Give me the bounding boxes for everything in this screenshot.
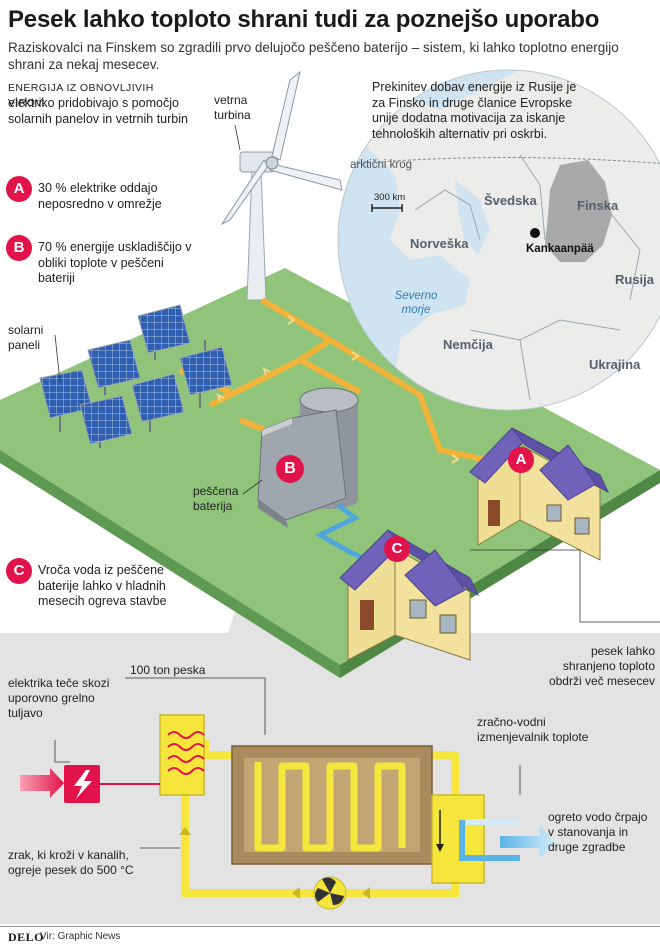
country-russia: Rusija	[615, 272, 655, 287]
heat-exchanger-label: zračno-vodni izmenjevalnik toplote	[477, 715, 589, 744]
storage-note: pesek lahko shranjeno toploto obdrži več…	[548, 644, 655, 688]
legend-c-text: Vroča voda iz peščene baterije lahko v h…	[38, 563, 167, 608]
source-credit: Vir: Graphic News	[40, 931, 121, 942]
legend-a-text: 30 % elektrike oddajo neposredno v omrež…	[38, 181, 162, 211]
city-label: Kankaanpää	[526, 243, 594, 255]
hot-water-label: ogreto vodo črpajo v stanovanja in druge…	[548, 810, 648, 854]
map-note: Prekinitev dobav energije iz Rusije je z…	[372, 80, 577, 141]
country-norway: Norveška	[410, 236, 469, 251]
country-sweden: Švedska	[484, 193, 537, 208]
legend-b-text: 70 % energije uskladiščijo v obliki topl…	[38, 240, 192, 285]
page-subtitle: Raziskovalci na Finskem so zgradili prvo…	[8, 40, 619, 72]
sea-label: Severno morje	[394, 290, 438, 316]
house-a-badge: A	[508, 447, 534, 473]
intro-heading: ENERGIJA IZ OBNOVLJIVIH VIROV:	[8, 82, 154, 109]
badge-a: A	[6, 176, 32, 202]
badge-b: B	[6, 235, 32, 261]
schematic	[20, 677, 556, 910]
badge-c: C	[6, 558, 32, 584]
house-a	[469, 427, 610, 561]
leader-lines	[54, 124, 660, 623]
country-ukraine: Ukrajina	[589, 357, 641, 372]
scale-bar	[371, 204, 403, 212]
battery-badge-b: B	[276, 455, 304, 483]
intro-text: elektriko pridobivajo s pomočjo solarnih…	[8, 96, 188, 126]
sand-label: 100 ton peska	[130, 663, 206, 677]
country-germany: Nemčija	[443, 337, 493, 352]
city-marker	[530, 228, 540, 238]
page-title: Pesek lahko toploto shrani tudi za pozne…	[8, 6, 600, 33]
wind-turbine-label: vetrna turbina	[214, 93, 251, 122]
europe-map	[338, 70, 660, 410]
wind-turbine	[220, 70, 343, 301]
scale-label: 300 km	[374, 192, 406, 203]
brand-logo: DELO	[8, 930, 45, 944]
solar-panels-label: solarni paneli	[8, 323, 44, 352]
arctic-circle-label: arktični krog	[350, 159, 412, 171]
house-c-badge: C	[384, 536, 410, 562]
heating-element-label: elektrika teče skozi uporovno grelno tul…	[8, 676, 110, 720]
air-circulation-label: zrak, ki kroži v kanalih, ogreje pesek d…	[8, 848, 134, 877]
footer	[0, 926, 660, 948]
country-finland: Finska	[577, 198, 619, 213]
house-c	[339, 529, 480, 661]
pipe-arrows	[216, 315, 460, 464]
solar-panel-array	[39, 304, 233, 448]
sand-battery-label: peščena baterija	[193, 484, 239, 513]
